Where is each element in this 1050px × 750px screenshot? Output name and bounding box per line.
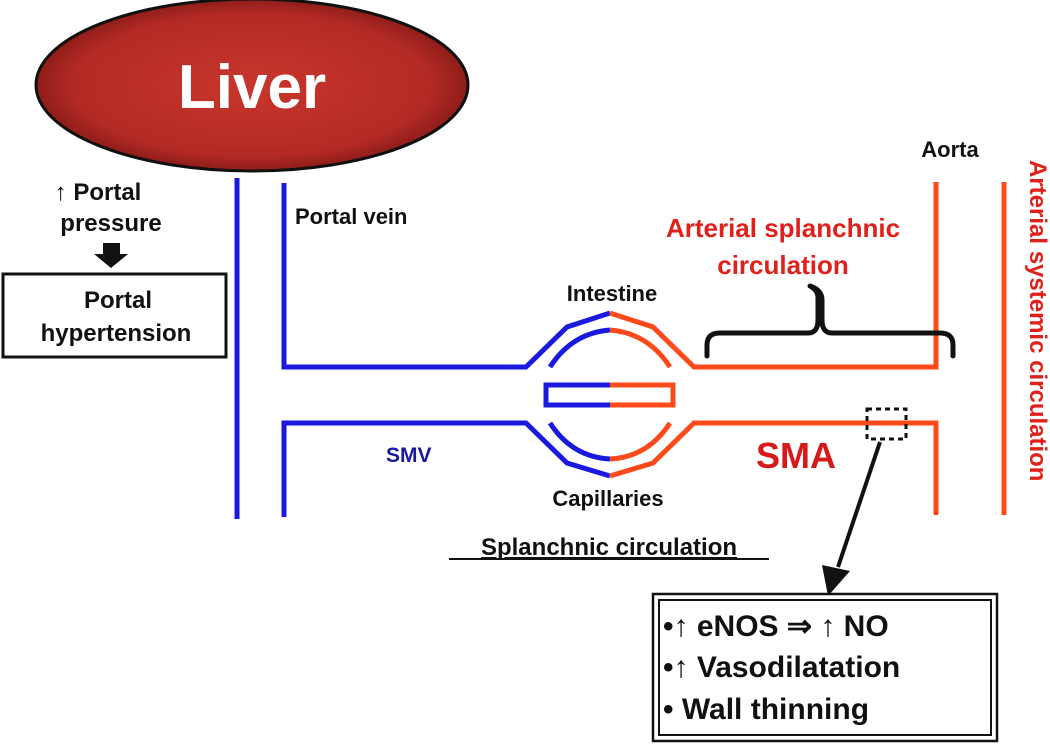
capillaries-label: Capillaries <box>552 486 663 511</box>
effect-item: •↑ Vasodilatation <box>663 651 900 684</box>
portal-pressure-line2: pressure <box>60 210 161 237</box>
intestine-upper-inner-red <box>609 327 673 369</box>
portal-pressure-line1: ↑ Portal <box>55 179 142 206</box>
intestine-upper-inner-blue <box>547 327 611 369</box>
capillary-loop-blue <box>543 382 610 408</box>
smv-label: SMV <box>386 444 432 467</box>
arterial-splanchnic-line1: Arterial splanchnic <box>666 213 900 243</box>
portal-vein-label: Portal vein <box>295 204 407 229</box>
liver-shape <box>34 0 470 173</box>
sma-label: SMA <box>756 435 836 476</box>
portal-vein-upper-wall <box>281 183 611 370</box>
effects-box-outer <box>651 592 999 743</box>
venous-vessels <box>234 178 611 519</box>
smv-lower-wall <box>281 420 611 517</box>
liver-label: Liver <box>178 53 326 122</box>
down-arrow-icon <box>94 243 128 268</box>
wall-detail-marker <box>865 407 908 441</box>
splanchnic-circulation-label: Splanchnic circulation <box>481 534 737 561</box>
brace-icon <box>704 283 956 359</box>
pointer-arrow-head-icon <box>822 565 850 596</box>
effects-box: •↑ eNOS ⇒ ↑ NO •↑ Vasodilatation • Wall … <box>651 592 999 743</box>
arterial-vessels <box>609 182 1007 515</box>
intestine-lower-inner-blue <box>547 421 611 462</box>
portal-pressure-group: ↑ Portal pressure Portal hypertension <box>1 179 228 359</box>
intestine-label: Intestine <box>567 281 657 306</box>
sma-lower-wall <box>609 420 939 515</box>
effect-item: •↑ eNOS ⇒ ↑ NO <box>663 610 889 643</box>
portal-hypertension-line1: Portal <box>84 287 152 314</box>
arterial-splanchnic-line2: circulation <box>717 250 848 280</box>
effect-item: • Wall thinning <box>663 693 869 726</box>
intestine-lower-inner-red <box>609 421 673 462</box>
capillary-loop-red <box>610 382 676 408</box>
portal-hypertension-box <box>1 272 228 359</box>
effects-box-inner <box>658 599 992 736</box>
arterial-systemic-label: Arterial systemic circulation <box>1024 160 1050 481</box>
portal-hypertension-line2: hypertension <box>41 320 192 347</box>
pointer-arrow-line <box>836 441 882 568</box>
liver: Liver <box>34 0 470 173</box>
aorta-label: Aorta <box>921 137 979 162</box>
arterial-upper-wall <box>609 182 939 370</box>
